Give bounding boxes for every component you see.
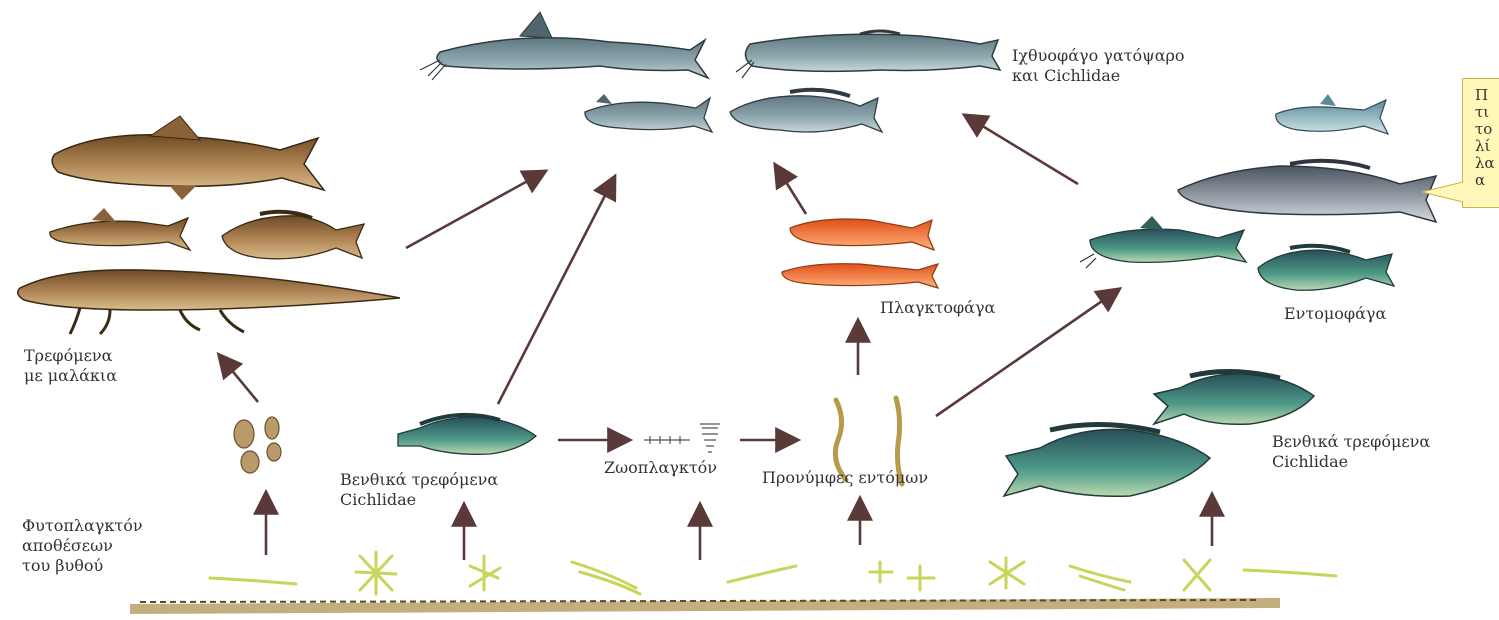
label-insect-larvae: Προνύμφες εντόμων — [762, 468, 928, 488]
cichlid-small-right — [730, 90, 882, 132]
pale-fish — [1276, 94, 1388, 134]
callout-line: α — [1475, 172, 1499, 189]
label-piscivores: Ιχθυοφάγο γατόψαρο και Cichlidae — [1012, 46, 1185, 86]
callout-line: τι — [1475, 104, 1499, 121]
benthic-cichlid-right — [1154, 371, 1314, 424]
bottom-algae — [210, 552, 1336, 594]
callout-pointer — [1420, 180, 1464, 204]
benthic-cichlid-big — [1004, 424, 1210, 496]
callout-line: λα — [1475, 155, 1499, 172]
sediment-floor — [130, 598, 1280, 614]
orange-fish-top — [790, 219, 934, 250]
orange-fish-bottom — [782, 264, 938, 288]
benthic-cichlid-left — [398, 415, 536, 454]
catfish-right — [736, 31, 1000, 78]
arrow-snails-mollusc-feeders — [220, 356, 258, 402]
zooplankton-organisms — [644, 424, 720, 452]
arrow-planktivores-piscivores — [776, 166, 806, 214]
eel-fish — [18, 270, 400, 334]
catfish-insectivore — [1080, 216, 1246, 268]
grey-snout-fish — [1178, 161, 1436, 222]
callout-box: Π τι το λί λα α — [1462, 78, 1499, 208]
label-planktivores: Πλαγκτοφάγα — [880, 298, 995, 318]
cichlid-small-left — [585, 94, 712, 132]
brown-fish-mid-left — [50, 208, 190, 250]
label-zooplankton: Ζωοπλαγκτόν — [604, 458, 717, 478]
brown-fish-mid-right — [222, 212, 364, 259]
snails — [234, 417, 281, 473]
arrow-mollusc-piscivores — [406, 172, 544, 248]
label-insectivores: Εντομοφάγα — [1284, 304, 1386, 324]
callout-line: το — [1475, 121, 1499, 138]
callout-line: λί — [1475, 138, 1499, 155]
arrow-insectivores-piscivores — [966, 116, 1078, 184]
catfish-left — [420, 12, 708, 80]
label-mollusc-feeders: Τρεφόμενα με μαλάκια — [24, 346, 117, 386]
arrow-benthic-piscivores — [498, 178, 614, 404]
label-benthic-cichlids-right: Βενθικά τρεφόμενα Cichlidae — [1272, 432, 1430, 472]
brown-fish-top — [52, 116, 324, 200]
label-phytoplankton: Φυτοπλαγκτόν αποθέσεων του βυθού — [22, 516, 143, 576]
callout-line: Π — [1475, 87, 1499, 104]
cichlid-insectivore — [1258, 246, 1394, 291]
label-benthic-cichlids-left: Βενθικά τρεφόμενα Cichlidae — [340, 470, 498, 510]
